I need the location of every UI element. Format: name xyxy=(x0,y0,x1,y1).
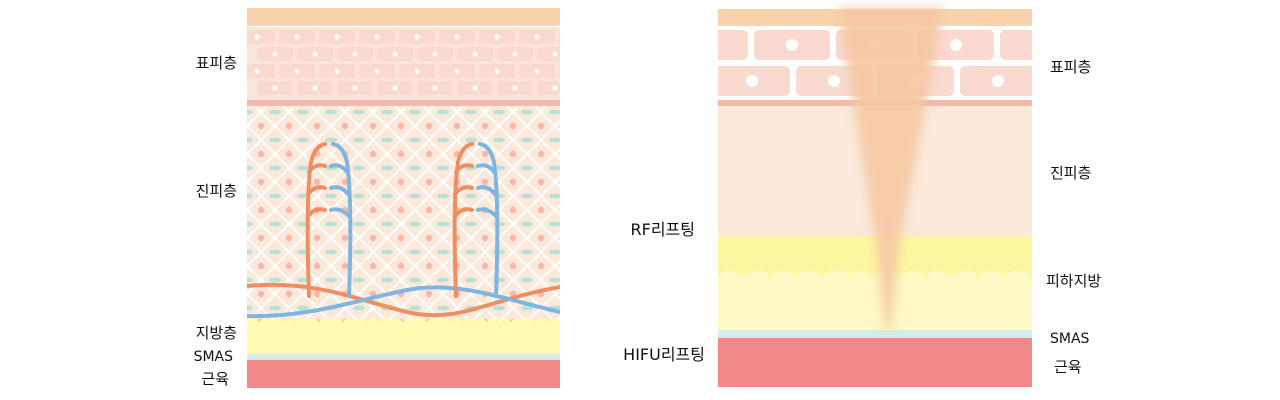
cell-nucleus xyxy=(552,85,558,91)
vein-branches-2 xyxy=(476,163,498,218)
cell-nucleus xyxy=(294,34,300,40)
cell-nucleus xyxy=(950,39,962,51)
cell-nucleus xyxy=(512,51,518,57)
cell-nucleus xyxy=(272,85,278,91)
epidermis-cell xyxy=(247,64,275,78)
cell-nucleus xyxy=(534,34,540,40)
cell-nucleus xyxy=(494,34,500,40)
blood-vessels xyxy=(247,142,560,319)
label-epidermis-left: 표피층 xyxy=(195,54,237,72)
cell-nucleus xyxy=(414,68,420,74)
epidermis-cell xyxy=(718,30,748,60)
cell-nucleus xyxy=(312,51,318,57)
cell-nucleus xyxy=(392,85,398,91)
cell-nucleus xyxy=(454,68,460,74)
label-dermis-left: 진피층 xyxy=(195,182,237,200)
energy-beam xyxy=(838,8,944,336)
cell-nucleus xyxy=(312,85,318,91)
cell-nucleus xyxy=(494,68,500,74)
label-hifu-lifting: HIFU리프팅 xyxy=(623,345,705,364)
cell-nucleus xyxy=(828,75,840,87)
cell-nucleus xyxy=(374,68,380,74)
epidermis-cell xyxy=(537,81,560,95)
label-fat-left: 지방층 xyxy=(195,324,237,342)
fat-layer xyxy=(718,270,1032,330)
artery-horizontal xyxy=(247,282,560,318)
cell-nucleus xyxy=(352,51,358,57)
cell-nucleus xyxy=(992,75,1004,87)
smas-layer xyxy=(718,330,1032,338)
vein-vertical-2 xyxy=(478,142,500,298)
cell-nucleus xyxy=(454,34,460,40)
label-epidermis-right: 표피층 xyxy=(1050,58,1092,76)
vein-vertical-1 xyxy=(331,142,353,298)
skin-cross-section-right xyxy=(718,8,1032,387)
muscle-layer xyxy=(247,360,560,388)
cell-nucleus xyxy=(294,68,300,74)
artery-branches-1 xyxy=(306,163,327,218)
cell-nucleus xyxy=(432,85,438,91)
label-dermis-right: 진피층 xyxy=(1050,164,1092,182)
epidermis-cell xyxy=(537,47,560,61)
epidermis-cells xyxy=(247,30,560,95)
cell-nucleus xyxy=(432,51,438,57)
cell-nucleus xyxy=(272,51,278,57)
cell-nucleus xyxy=(534,68,540,74)
stratum-corneum-layer xyxy=(247,8,560,26)
cell-nucleus xyxy=(414,34,420,40)
cell-nucleus xyxy=(552,51,558,57)
epidermis-cell xyxy=(247,30,275,44)
cell-nucleus xyxy=(334,34,340,40)
epidermis-cell xyxy=(1000,30,1032,60)
artery-branches-2 xyxy=(453,163,474,218)
label-smas-right: SMAS xyxy=(1050,331,1090,347)
label-subcutaneous-fat-right: 피하지방 xyxy=(1046,272,1102,290)
cell-nucleus xyxy=(392,51,398,57)
cell-nucleus xyxy=(472,51,478,57)
vein-branches-1 xyxy=(329,163,351,218)
cell-nucleus xyxy=(786,39,798,51)
cell-nucleus xyxy=(254,34,260,40)
label-rf-lifting: RF리프팅 xyxy=(630,220,695,239)
epidermis-cell xyxy=(559,30,560,44)
fat-layer xyxy=(247,318,560,354)
cell-nucleus xyxy=(254,68,260,74)
fat-layer-top xyxy=(718,236,1032,276)
label-muscle-right: 근육 xyxy=(1054,358,1082,376)
epidermis-cell xyxy=(559,64,560,78)
smas-layer xyxy=(247,354,560,360)
cell-nucleus xyxy=(334,68,340,74)
basal-membrane xyxy=(247,100,560,106)
epidermis-cells xyxy=(718,30,1032,96)
cell-nucleus xyxy=(746,75,758,87)
label-muscle-left: 근육 xyxy=(201,370,229,388)
skin-cross-section-left xyxy=(247,8,560,388)
cell-nucleus xyxy=(512,85,518,91)
muscle-layer xyxy=(718,338,1032,387)
cell-nucleus xyxy=(352,85,358,91)
vein-horizontal xyxy=(247,285,560,319)
cell-nucleus xyxy=(472,85,478,91)
cell-nucleus xyxy=(374,34,380,40)
label-smas-left: SMAS xyxy=(193,349,233,365)
